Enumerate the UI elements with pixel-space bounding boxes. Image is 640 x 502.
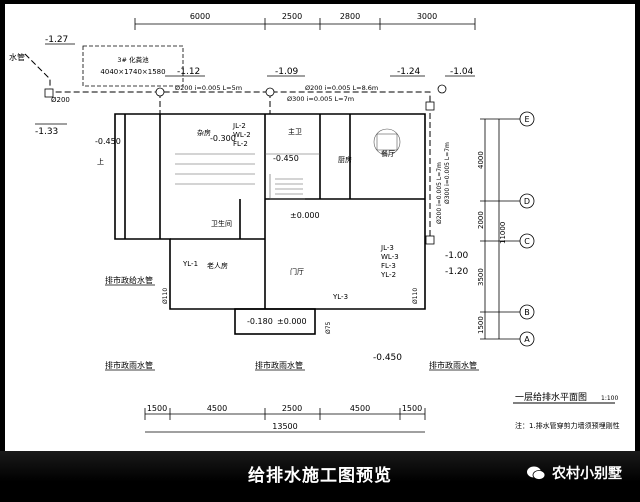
dim-bottom-5: 1500 — [402, 404, 422, 413]
note-rain-3: 排市政雨水管 — [429, 360, 477, 370]
pipe-vertical-1: Ø200 i=0.005 L=7m — [436, 162, 443, 224]
water-pipe-label: 水管 — [9, 52, 25, 62]
footer-title: 给排水施工图预览 — [248, 466, 392, 486]
level-109: -1.09 — [275, 67, 299, 77]
level-045-c: -0.450 — [373, 353, 402, 363]
tag-fl3: FL-3 — [381, 262, 396, 270]
pipe-spec-2: Ø200 i=0.005 L=8.6m — [305, 84, 378, 92]
manhole-1 — [44, 88, 54, 98]
septic-tank-title: 3# 化粪池 — [117, 55, 149, 64]
level-104: -1.04 — [450, 67, 474, 77]
level-018: -0.180 — [247, 317, 273, 326]
axis-E: E — [524, 115, 529, 124]
tag-yl2: YL-2 — [380, 271, 396, 279]
level-045-b: -0.450 — [273, 154, 299, 163]
level-133: -1.33 — [35, 127, 58, 137]
level-127: -1.27 — [45, 35, 68, 45]
tag-fl2: FL-2 — [233, 140, 248, 148]
tag-jl3: JL-3 — [380, 244, 394, 252]
dim-top-3: 2800 — [340, 12, 360, 21]
footer-bar: 给排水施工图预览 农村小别墅 — [0, 451, 640, 502]
room-wc: 卫生间 — [211, 219, 232, 228]
room-bath: 主卫 — [288, 127, 302, 136]
axis-D: D — [524, 197, 530, 206]
dim-right-2: 2000 — [477, 211, 485, 229]
dim-right-1: 4000 — [477, 151, 485, 169]
room-elder: 老人房 — [207, 261, 228, 270]
dim-top-1: 6000 — [190, 12, 210, 21]
pipe-spec-3: Ø300 i=0.005 L=7m — [287, 95, 354, 103]
dim-top-2: 2500 — [282, 12, 302, 21]
level-045-a: -0.450 — [95, 137, 121, 146]
level-000-a: ±0.000 — [290, 211, 320, 220]
dim-top-4: 3000 — [417, 12, 437, 21]
dim-right-3: 3500 — [477, 268, 485, 286]
manhole-4 — [425, 101, 435, 111]
dim-right-total: 11000 — [499, 222, 507, 244]
axis-C: C — [524, 237, 530, 246]
tag-d110-right: Ø110 — [412, 288, 419, 304]
pipe-vertical-2: Ø300 i=0.005 L=7m — [444, 142, 451, 204]
plan-scale: 1:100 — [601, 395, 618, 402]
tag-yl1: YL-1 — [182, 260, 198, 268]
manhole-2 — [155, 87, 165, 97]
drawing-frame: 6000 2500 2800 3000 3# 化粪池 4040×1740×158… — [5, 4, 635, 451]
manhole-5 — [437, 84, 447, 94]
stair-up: 上 — [97, 157, 104, 166]
manhole-6 — [425, 235, 435, 245]
wechat-icon — [527, 466, 546, 480]
d200-left: Ø200 — [51, 96, 70, 104]
level-120: -1.20 — [445, 267, 469, 277]
level-030: -0.300 — [210, 134, 236, 143]
pipe-spec-1: Ø200 i=0.005 L=5m — [175, 84, 242, 92]
room-hall: 门厅 — [290, 267, 304, 276]
dim-bottom-total: 13500 — [272, 422, 297, 431]
septic-tank — [82, 45, 184, 87]
plan-note: 注：1.排水管穿剪力墙须预埋刚性 — [515, 421, 620, 430]
dim-bottom-3: 2500 — [282, 404, 302, 413]
room-storage: 杂房 — [197, 128, 211, 137]
dim-bottom-4: 4500 — [350, 404, 370, 413]
room-dining: 餐厅 — [381, 149, 395, 158]
room-kitchen: 厨房 — [338, 155, 352, 164]
tag-d75: Ø75 — [325, 321, 332, 334]
dim-bottom-1: 1500 — [147, 404, 167, 413]
level-124: -1.24 — [397, 67, 421, 77]
note-water-supply: 排市政给水管 — [105, 275, 153, 285]
level-000-b: ±0.000 — [277, 317, 307, 326]
plan-title: 一层给排水平面图 — [515, 391, 587, 403]
level-112: -1.12 — [177, 67, 200, 77]
tag-wl3: WL-3 — [381, 253, 399, 261]
note-rain-2: 排市政雨水管 — [255, 360, 303, 370]
septic-tank-size: 4040×1740×1580 — [100, 68, 165, 76]
manhole-3 — [265, 87, 275, 97]
tag-d110-left: Ø110 — [162, 288, 169, 304]
dim-right-4: 1500 — [477, 316, 485, 334]
tag-yl3: YL-3 — [332, 293, 348, 301]
brand: 农村小别墅 — [526, 463, 622, 483]
level-100: -1.00 — [445, 251, 469, 261]
brand-name: 农村小别墅 — [552, 466, 622, 482]
tag-jl2: JL-2 — [232, 122, 246, 130]
floor-plan-drawing: 6000 2500 2800 3000 3# 化粪池 4040×1740×158… — [9, 12, 620, 433]
dim-bottom-2: 4500 — [207, 404, 227, 413]
tag-wl2: WL-2 — [233, 131, 251, 139]
note-rain-1: 排市政雨水管 — [105, 360, 153, 370]
axis-B: B — [524, 308, 530, 317]
axis-A: A — [524, 335, 530, 344]
